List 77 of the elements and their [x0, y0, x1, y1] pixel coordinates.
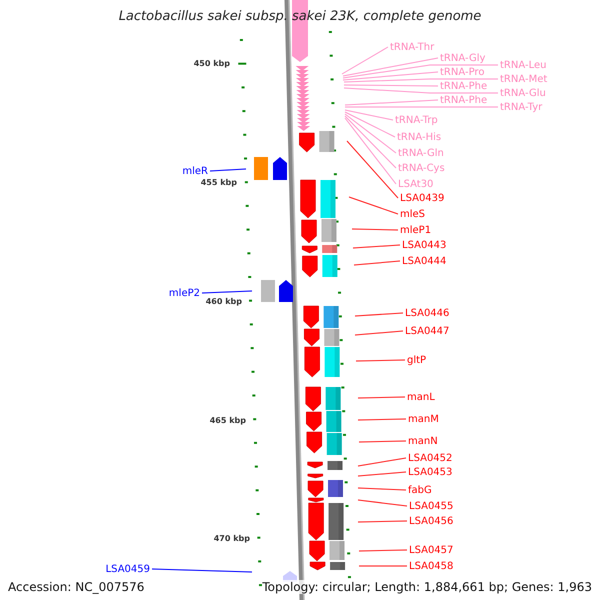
- gene-label: mleS: [400, 208, 426, 220]
- gene-label: gltP: [407, 354, 426, 366]
- leader-line: [344, 116, 396, 168]
- leader-line: [344, 110, 394, 120]
- leader-line: [358, 472, 406, 476]
- gene-label: manM: [408, 414, 439, 424]
- gene-label: tRNA-Gln: [398, 148, 444, 158]
- leader-line: [356, 360, 406, 362]
- gene-label: tRNA-Phe: [440, 94, 488, 106]
- leader-line: [358, 550, 408, 552]
- gene-label: tRNA-Phe: [440, 80, 488, 92]
- gene-label: tRNA-Leu: [500, 60, 546, 70]
- gene-label: tRNA-Trp: [395, 114, 438, 126]
- leader-line: [344, 78, 498, 82]
- gene-label: LSAt30: [398, 178, 434, 190]
- leader-line: [358, 520, 408, 522]
- gene-label: fabG: [408, 484, 432, 496]
- leader-line: [344, 112, 396, 138]
- gene-label: tRNA-Thr: [390, 42, 434, 52]
- scale-label: 465 kbp: [210, 416, 246, 426]
- gene-label: LSA0455: [409, 500, 454, 512]
- leader-line: [342, 72, 438, 80]
- leader-line: [152, 568, 252, 572]
- leader-line: [346, 140, 398, 198]
- gene-label: tRNA-Gly: [440, 52, 486, 64]
- gene-label: LSA0453: [408, 466, 452, 478]
- scale-label: 450 kbp: [194, 59, 230, 69]
- scale-label: 455 kbp: [200, 178, 237, 188]
- gene-label: LSA0439: [400, 192, 444, 204]
- leader-line: [342, 58, 438, 76]
- leader-line: [342, 64, 498, 78]
- leader-line: [344, 114, 396, 154]
- accession-text: Accession: NC_007576: [8, 580, 144, 594]
- leader-line: [354, 330, 404, 336]
- leader-line: [358, 500, 408, 506]
- gene-label: LSA0443: [402, 240, 446, 250]
- leader-line: [344, 100, 438, 106]
- gene-label: manN: [408, 436, 438, 446]
- gene-label: tRNA-Glu: [500, 88, 546, 98]
- leader-line: [342, 46, 388, 74]
- leader-line: [358, 440, 406, 442]
- leader-line: [348, 196, 398, 214]
- gene-label: LSA0452: [408, 452, 452, 464]
- gene-label: tRNA-Met: [500, 74, 548, 84]
- gene-label: tRNA-His: [397, 132, 442, 142]
- gene-label: tRNA-Tyr: [500, 102, 542, 112]
- gene-label: mleP1: [400, 224, 432, 236]
- leader-line: [210, 168, 246, 172]
- leader-line: [344, 88, 498, 94]
- gene-label: tRNA-Cys: [398, 162, 445, 174]
- title: Lactobacillus sakei subsp. sakei 23K, complete genome: [118, 9, 482, 25]
- leader-line: [354, 260, 400, 266]
- gene-label: mleR: [182, 166, 208, 176]
- gene-label: LSA0458: [409, 560, 454, 572]
- gene-label: mleP2: [168, 288, 200, 298]
- genome-info-text: Topology: circular; Length: 1,884,661 bp; Genes: 1,963: [262, 580, 592, 594]
- gene-label: LSA0447: [405, 326, 450, 336]
- leader-line: [358, 458, 406, 466]
- leader-line: [352, 228, 398, 230]
- gene-label: LSA0456: [409, 516, 454, 526]
- scale-label: 460 kbp: [206, 297, 242, 307]
- gene-label: LSA0446: [405, 308, 450, 318]
- gene-label: manL: [407, 392, 435, 402]
- gene-label: LSA0459: [106, 564, 150, 574]
- leader-line: [344, 118, 396, 184]
- scale-label: 470 kbp: [214, 534, 250, 544]
- leader-line: [344, 84, 438, 86]
- leader-line: [354, 312, 404, 316]
- leader-line: [358, 488, 406, 490]
- leader-line: [358, 396, 406, 398]
- leader-line: [344, 106, 498, 108]
- gene-label: LSA0457: [409, 544, 454, 556]
- gene-label: LSA0444: [402, 256, 446, 266]
- gene-label: tRNA-Pro: [440, 66, 484, 78]
- leader-line: [352, 244, 400, 248]
- leader-line: [202, 290, 252, 294]
- leader-line: [358, 418, 406, 420]
